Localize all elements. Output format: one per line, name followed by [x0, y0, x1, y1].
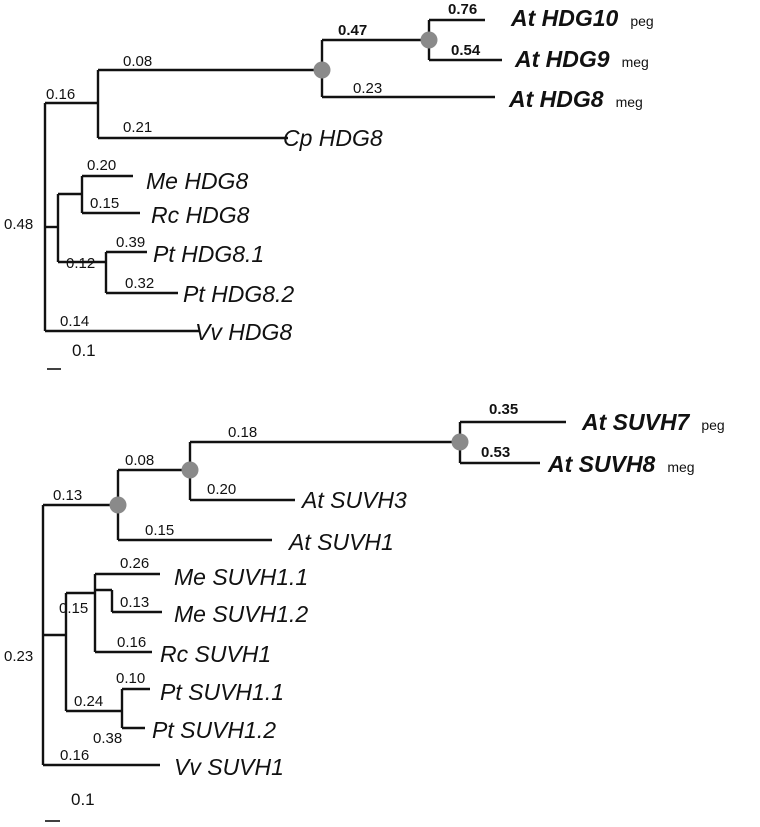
taxon-label: Rc HDG8 — [151, 202, 250, 228]
branch-length-label: 0.38 — [93, 730, 122, 747]
taxon-label: Me SUVH1.2 — [174, 601, 308, 627]
branch-length-label: 0.35 — [489, 401, 518, 418]
tree-hdg: 0.76 0.54 0.47 0.23 0.08 0.21 0.16 0.20 … — [4, 1, 654, 370]
branch-length-label: 0.16 — [60, 747, 89, 764]
branch-length-label: 0.21 — [123, 119, 152, 136]
taxon-label: At SUVH1 — [287, 529, 394, 555]
taxon-label: Pt HDG8.1 — [153, 241, 264, 267]
taxon-label: Rc SUVH1 — [160, 641, 271, 667]
taxon-label: Me HDG8 — [146, 168, 248, 194]
branch-length-label: 0.12 — [66, 255, 95, 272]
branch-length-label: 0.24 — [74, 693, 103, 710]
branch-length-label: 0.15 — [59, 600, 88, 617]
scale-bar-label: 0.1 — [72, 341, 96, 360]
branch-length-label: 0.54 — [451, 42, 481, 59]
node-marker — [181, 461, 199, 479]
taxon-label: Vv HDG8 — [195, 319, 292, 345]
branch-length-label: 0.20 — [87, 157, 116, 174]
branch-length-label: 0.48 — [4, 216, 33, 233]
branch-length-label: 0.14 — [60, 313, 89, 330]
node-marker — [451, 433, 469, 451]
node-marker — [109, 496, 127, 514]
taxon-label: Pt HDG8.2 — [183, 281, 294, 307]
node-marker — [313, 61, 331, 79]
branch-length-label: 0.08 — [125, 452, 154, 469]
branch-length-label: 0.26 — [120, 555, 149, 572]
branch-length-label: 0.16 — [46, 86, 75, 103]
branch-length-label: 0.10 — [116, 670, 145, 687]
taxon-label: Me SUVH1.1 — [174, 564, 308, 590]
branch-length-label: 0.13 — [53, 487, 82, 504]
branch-length-label: 0.08 — [123, 53, 152, 70]
branch-length-label: 0.23 — [4, 648, 33, 665]
taxon-label: Cp HDG8 — [283, 125, 383, 151]
branch-length-label: 0.47 — [338, 22, 367, 39]
scale-bar-label: 0.1 — [71, 790, 95, 809]
branch-length-label: 0.23 — [353, 80, 382, 97]
branch-length-label: 0.15 — [90, 195, 119, 212]
taxon-label: Vv SUVH1 — [174, 754, 284, 780]
taxon-label: At SUVH3 — [300, 487, 407, 513]
branch-length-label: 0.53 — [481, 444, 510, 461]
branch-length-label: 0.18 — [228, 424, 257, 441]
branch-length-label: 0.76 — [448, 1, 477, 18]
taxon-label: Pt SUVH1.2 — [152, 717, 276, 743]
branch-length-label: 0.32 — [125, 275, 154, 292]
node-marker — [420, 31, 438, 49]
taxon-label: Pt SUVH1.1 — [160, 679, 284, 705]
tree-suvh: 0.35 0.53 0.18 0.08 0.20 0.13 0.15 0.26 … — [4, 401, 725, 822]
branch-length-label: 0.15 — [145, 522, 174, 539]
branch-length-label: 0.13 — [120, 594, 149, 611]
branch-length-label: 0.20 — [207, 481, 236, 498]
branch-length-label: 0.16 — [117, 634, 146, 651]
branch-length-label: 0.39 — [116, 234, 145, 251]
